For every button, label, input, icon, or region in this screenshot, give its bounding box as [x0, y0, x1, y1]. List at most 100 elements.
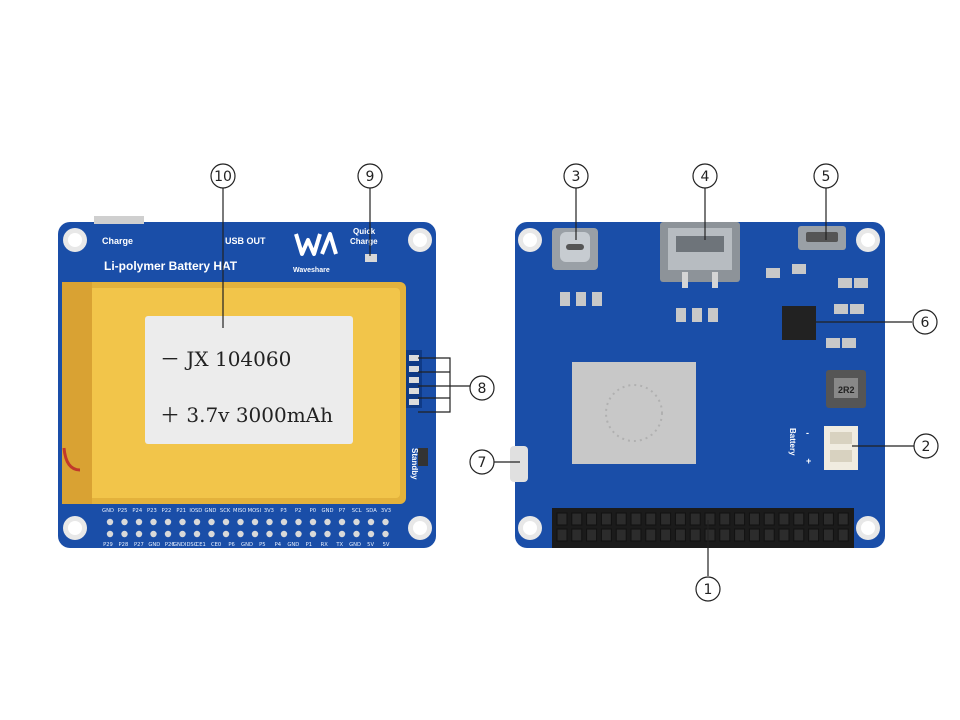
gpio-pin: [615, 528, 627, 542]
callout-2-label: 2: [922, 439, 931, 455]
gpio-pin: [660, 512, 672, 526]
battery-conn-label: Battery: [788, 428, 797, 456]
battery-model: － JX 104060: [160, 347, 291, 371]
header-pad: [121, 530, 128, 538]
header-pad: [150, 530, 157, 538]
pin-label: P25: [118, 508, 128, 514]
header-pad: [251, 518, 259, 526]
callout-10-label: 10: [214, 169, 232, 185]
gpio-pin: [748, 528, 760, 542]
battery-spec: ＋ 3.7v 3000mAh: [160, 403, 333, 427]
callout-1: 1: [695, 576, 721, 602]
gpio-pin: [719, 528, 731, 542]
header-pad: [353, 518, 360, 526]
header-pad: [164, 518, 172, 526]
header-pad: [266, 518, 273, 526]
gpio-pin: [615, 512, 627, 526]
pin-label: RX: [321, 542, 329, 548]
callout-7: 7: [469, 449, 495, 475]
header-pad: [106, 518, 114, 526]
pin-label: P24: [132, 508, 142, 514]
header-pad: [237, 530, 244, 538]
header-pad: [338, 518, 346, 526]
header-pad: [353, 530, 360, 538]
pin-label: TX: [335, 542, 343, 548]
header-pad: [382, 518, 389, 526]
quick-charge-led: [365, 254, 377, 262]
charge-ic: [782, 306, 816, 340]
pin-label: MISO: [233, 508, 246, 514]
header-pad: [266, 530, 273, 538]
gpio-pin: [778, 512, 790, 526]
callout-markers: 10 9 8 3 4 5 6 2: [210, 163, 939, 602]
pin-label: SCL: [352, 508, 362, 514]
pin-label: 3V3: [381, 508, 391, 514]
callout-3-label: 3: [572, 169, 581, 185]
pin-label: P26: [165, 542, 175, 548]
gpio-pin: [556, 528, 568, 542]
callout-3: 3: [563, 163, 589, 189]
pin-label: IOSD: [189, 508, 202, 514]
header-pad: [324, 530, 331, 538]
pin-label: GND: [287, 542, 299, 548]
header-pad: [193, 530, 201, 538]
header-pad: [121, 518, 128, 526]
lipo-battery: － JX 104060 ＋ 3.7v 3000mAh: [62, 282, 406, 504]
gpio-pin: [586, 528, 598, 542]
gpio-pin: [822, 512, 834, 526]
pin-label: GND: [204, 508, 216, 514]
pin-label: SCK: [220, 508, 231, 514]
board-title: Li-polymer Battery HAT: [104, 259, 238, 273]
callout-9: 9: [357, 163, 383, 189]
pin-label: P29: [103, 542, 113, 548]
header-pad: [324, 518, 331, 526]
pin-label: GND: [322, 508, 334, 514]
standby-label: Standby: [410, 448, 419, 480]
battery-minus-label: -: [806, 428, 809, 438]
battery-label: [145, 316, 353, 444]
pin-label: P21: [176, 508, 186, 514]
header-pad: [237, 518, 244, 526]
header-pad: [338, 530, 346, 538]
gpio-pin: [600, 528, 612, 542]
gpio-pin: [837, 528, 849, 542]
header-pad: [208, 530, 215, 538]
gpio-pins: [556, 512, 849, 542]
shielded-area: [572, 362, 696, 464]
mounting-holes-left: [63, 228, 432, 540]
battery-wire: [62, 447, 81, 472]
gpio-pin: [689, 528, 701, 542]
quick-charge-label-1: Quick: [353, 227, 376, 236]
pin-label: P28: [119, 542, 129, 548]
header-pad: [164, 530, 172, 538]
callout-8: 8: [469, 375, 495, 401]
callout-7-label: 7: [478, 455, 487, 471]
pin-label: CE1: [196, 542, 206, 548]
inductor-label: 2R2: [838, 385, 855, 395]
callout-2: 2: [913, 433, 939, 459]
pin-label: 3V3: [264, 508, 274, 514]
gpio-pin: [630, 512, 642, 526]
callout-9-label: 9: [366, 169, 375, 185]
gpio-pin: [674, 512, 686, 526]
right-board: 2R2 Battery - +: [510, 222, 885, 548]
callout-6: 6: [912, 309, 938, 335]
gpio-pin: [556, 512, 568, 526]
gpio-pin: [837, 512, 849, 526]
gpio-pin: [778, 528, 790, 542]
gpio-pin: [748, 512, 760, 526]
callout-6-label: 6: [921, 315, 930, 331]
pin-header-dots: [106, 518, 389, 538]
gpio-pin: [600, 512, 612, 526]
gpio-pin: [586, 512, 598, 526]
pin-label: 5V: [367, 542, 374, 548]
gpio-pin: [793, 528, 805, 542]
mounting-holes-right: [518, 228, 880, 540]
battery-plus-label: +: [806, 456, 811, 466]
callout-1-label: 1: [704, 582, 713, 598]
gpio-pin: [734, 512, 746, 526]
brand-label: Waveshare: [293, 267, 330, 274]
pin-label: P0: [310, 508, 316, 514]
gpio-pin: [763, 512, 775, 526]
